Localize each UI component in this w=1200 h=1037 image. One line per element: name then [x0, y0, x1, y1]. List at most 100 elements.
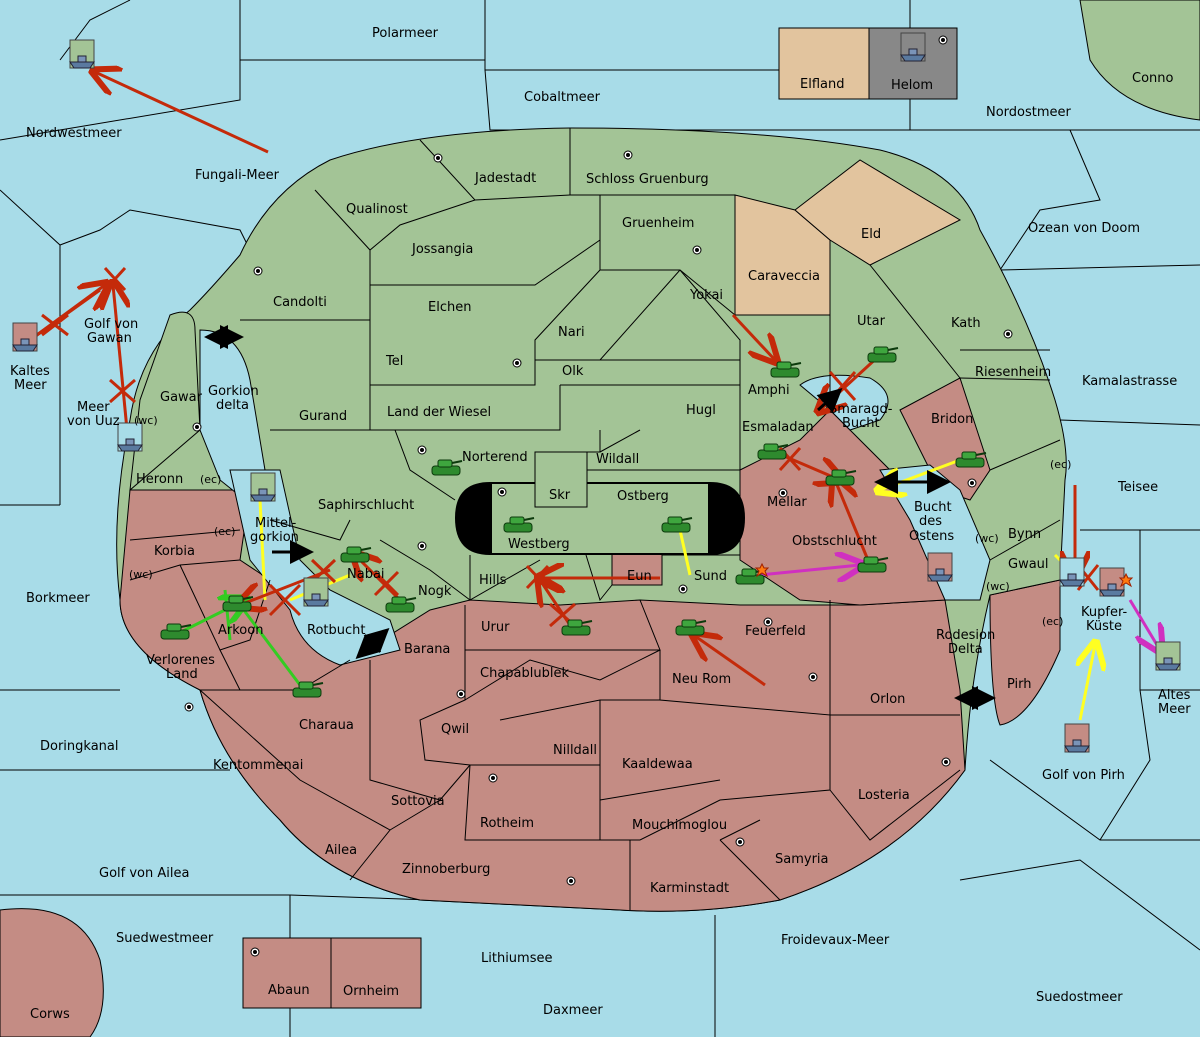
supply-center-icon	[488, 773, 498, 783]
south-borders	[129, 529, 961, 910]
label-mouchi: Mouchimoglou	[632, 818, 727, 833]
label-ec1: (ec)	[200, 473, 221, 486]
label-heronn: Heronn	[136, 472, 183, 487]
supply-center-icon	[456, 689, 466, 699]
label-bridon: Bridon	[931, 412, 973, 427]
label-land-wiesel: Land der Wiesel	[387, 405, 491, 420]
label-daxmeer: Daxmeer	[543, 1003, 603, 1018]
label-rotbucht: Rotbucht	[307, 623, 365, 638]
army-tank-icon	[160, 623, 192, 640]
supply-center-icon	[497, 487, 507, 497]
army-tank-icon	[561, 619, 593, 636]
label-kaltes-2: Meer	[14, 378, 47, 393]
fleet-ship-icon	[1059, 557, 1085, 587]
label-kath: Kath	[951, 316, 981, 331]
label-gorkion-1: Gorkion	[208, 384, 259, 399]
label-charaua: Charaua	[299, 718, 354, 733]
label-sottovia: Sottovia	[391, 794, 445, 809]
mittelgorkion-sea	[229, 469, 401, 666]
label-hills: Hills	[479, 573, 507, 588]
label-borkmeer: Borkmeer	[26, 591, 90, 606]
label-samyria: Samyria	[775, 852, 829, 867]
label-westberg: Westberg	[508, 537, 570, 552]
label-mittel-1: Mittel-	[255, 516, 297, 531]
label-gurand: Gurand	[299, 409, 347, 424]
army-tank-icon	[867, 346, 899, 363]
label-nordwestmeer: Nordwestmeer	[26, 126, 122, 141]
elfland-box	[778, 27, 870, 100]
fleet-ship-icon	[117, 422, 143, 452]
label-meer-uuz-1: Meer	[77, 400, 110, 415]
label-helom: Helom	[891, 78, 933, 93]
label-altes-2: Meer	[1158, 702, 1191, 717]
label-skr: Skr	[549, 488, 571, 503]
units	[12, 32, 1181, 753]
label-wc1: (wc)	[134, 414, 158, 427]
fleet-ship-icon	[12, 322, 38, 352]
label-doringkanal: Doringkanal	[40, 739, 119, 754]
label-esmaladan: Esmaladan	[742, 420, 814, 435]
army-tank-icon	[675, 619, 707, 636]
label-zinnober: Zinnoberburg	[402, 862, 490, 877]
label-gorkion-2: delta	[216, 398, 249, 413]
label-golf-gawan-1: Golf von	[84, 317, 138, 332]
supply-center-icon	[566, 876, 576, 886]
label-ec2: (ec)	[214, 525, 235, 538]
label-olk: Olk	[562, 364, 584, 379]
supply-center-icon	[941, 757, 951, 767]
label-tel: Tel	[385, 354, 403, 369]
label-polarmeer: Polarmeer	[372, 26, 439, 41]
label-nogk: Nogk	[418, 584, 452, 599]
supply-center-icon	[692, 245, 702, 255]
army-tank-icon	[503, 516, 535, 533]
label-nabai: Nabai	[347, 567, 385, 582]
label-qualinost: Qualinost	[346, 202, 408, 217]
fleet-ship-icon	[303, 577, 329, 607]
army-tank-icon	[385, 596, 417, 613]
label-kamala: Kamalastrasse	[1082, 374, 1177, 389]
fleet-ship-icon	[69, 39, 95, 69]
supply-center-icon	[253, 266, 263, 276]
double-arrows	[204, 325, 996, 710]
supply-center-icon	[735, 837, 745, 847]
label-ec-right: (ec)	[1050, 458, 1071, 471]
label-nordostmeer: Nordostmeer	[986, 105, 1072, 120]
supply-center-icon	[433, 153, 443, 163]
label-candolti: Candolti	[273, 295, 327, 310]
label-pirh: Pirh	[1007, 677, 1032, 692]
label-meer-uuz-2: von Uuz	[67, 414, 120, 429]
label-suedost: Suedostmeer	[1036, 990, 1123, 1005]
army-tank-icon	[955, 451, 987, 468]
fleet-ship-icon	[927, 552, 953, 582]
supply-center-icon	[417, 445, 427, 455]
label-rodesion-1: Rodesion	[936, 628, 995, 643]
fleet-ship-icon	[250, 472, 276, 502]
army-tank-icon	[770, 361, 802, 378]
label-orlon: Orlon	[870, 692, 905, 707]
label-mittel-2: gorkion	[250, 530, 299, 545]
label-wc4: (wc)	[129, 568, 153, 581]
label-schloss: Schloss Gruenburg	[586, 172, 709, 187]
label-kaltes-1: Kaltes	[10, 364, 50, 379]
army-tank-icon	[825, 469, 857, 486]
label-chapab: Chapablublek	[480, 666, 569, 681]
label-lithiumsee: Lithiumsee	[481, 951, 552, 966]
army-tank-icon	[735, 568, 767, 585]
supply-center-icon	[512, 358, 522, 368]
label-kentomm: Kentommenai	[213, 758, 303, 773]
labels: Polarmeer Cobaltmeer Conno Elfland Helom…	[10, 26, 1191, 1022]
supply-center-icon	[808, 672, 818, 682]
label-fungali: Fungali-Meer	[195, 168, 280, 183]
corws-territory	[0, 908, 104, 1037]
fleet-ship-icon	[900, 32, 926, 62]
label-bucht-3: Ostens	[909, 529, 954, 544]
pirh-territory	[989, 579, 1061, 726]
label-caraveccia: Caraveccia	[748, 269, 820, 284]
label-losteria: Losteria	[858, 788, 910, 803]
supply-center-icon	[1003, 329, 1013, 339]
army-tank-icon	[661, 516, 693, 533]
label-conno: Conno	[1132, 71, 1174, 86]
supply-center-icon	[678, 584, 688, 594]
